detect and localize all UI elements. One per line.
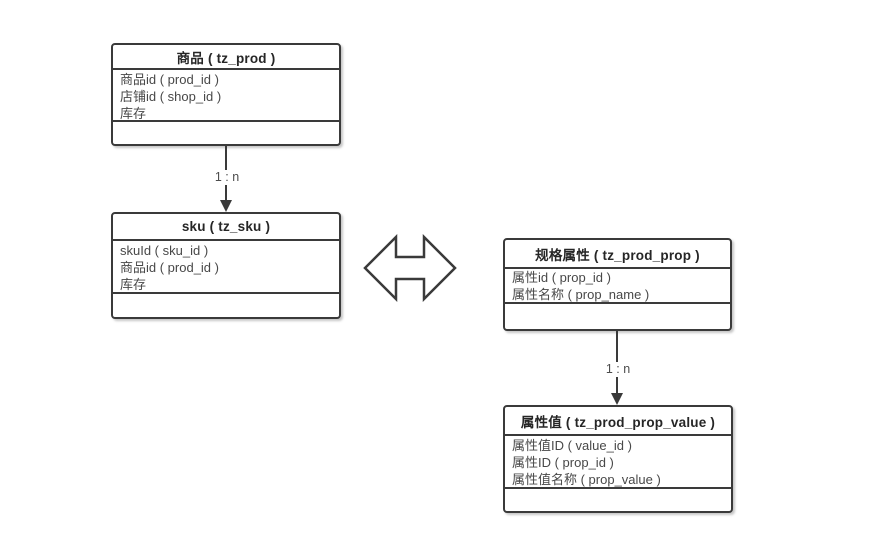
entity-field: 商品id ( prod_id ) xyxy=(120,72,219,87)
entity-prod-fields: 商品id ( prod_id ) 店铺id ( shop_id ) 库存 xyxy=(113,70,339,122)
entity-field: 属性ID ( prop_id ) xyxy=(512,455,614,470)
double-arrow-icon xyxy=(363,234,457,302)
entity-sku: sku ( tz_sku ) skuId ( sku_id ) 商品id ( p… xyxy=(111,212,341,319)
entity-field: 属性名称 ( prop_name ) xyxy=(512,287,650,302)
entity-field: 商品id ( prod_id ) xyxy=(120,260,219,275)
arrowhead-down-icon xyxy=(220,200,232,212)
entity-prod-prop-value: 属性值 ( tz_prod_prop_value ) 属性值ID ( value… xyxy=(503,405,733,513)
entity-prod-prop-footer xyxy=(505,304,730,329)
entity-prod-footer xyxy=(113,122,339,144)
entity-prod-prop-value-footer xyxy=(505,489,731,511)
entity-prod-prop-value-title: 属性值 ( tz_prod_prop_value ) xyxy=(505,407,731,436)
arrowhead-down-icon xyxy=(611,393,623,405)
entity-prod-prop-value-fields: 属性值ID ( value_id ) 属性ID ( prop_id ) 属性值名… xyxy=(505,436,731,489)
entity-prod-prop-title: 规格属性 ( tz_prod_prop ) xyxy=(505,240,730,269)
entity-field: 店铺id ( shop_id ) xyxy=(120,89,222,104)
entity-sku-footer xyxy=(113,294,339,317)
entity-sku-fields: skuId ( sku_id ) 商品id ( prod_id ) 库存 xyxy=(113,241,339,294)
entity-prod-title: 商品 ( tz_prod ) xyxy=(113,45,339,70)
entity-field: skuId ( sku_id ) xyxy=(120,243,209,258)
entity-field: 库存 xyxy=(120,106,147,121)
cardinality-label: 1 : n xyxy=(210,170,244,185)
entity-prod-prop: 规格属性 ( tz_prod_prop ) 属性id ( prop_id ) 属… xyxy=(503,238,732,331)
entity-sku-title: sku ( tz_sku ) xyxy=(113,214,339,241)
entity-prod: 商品 ( tz_prod ) 商品id ( prod_id ) 店铺id ( s… xyxy=(111,43,341,146)
entity-field: 属性值名称 ( prop_value ) xyxy=(512,472,661,487)
entity-field: 属性id ( prop_id ) xyxy=(512,270,611,285)
entity-field: 属性值ID ( value_id ) xyxy=(512,438,632,453)
cardinality-label: 1 : n xyxy=(601,362,635,377)
entity-prod-prop-fields: 属性id ( prop_id ) 属性名称 ( prop_name ) xyxy=(505,269,730,304)
entity-field: 库存 xyxy=(120,277,147,292)
